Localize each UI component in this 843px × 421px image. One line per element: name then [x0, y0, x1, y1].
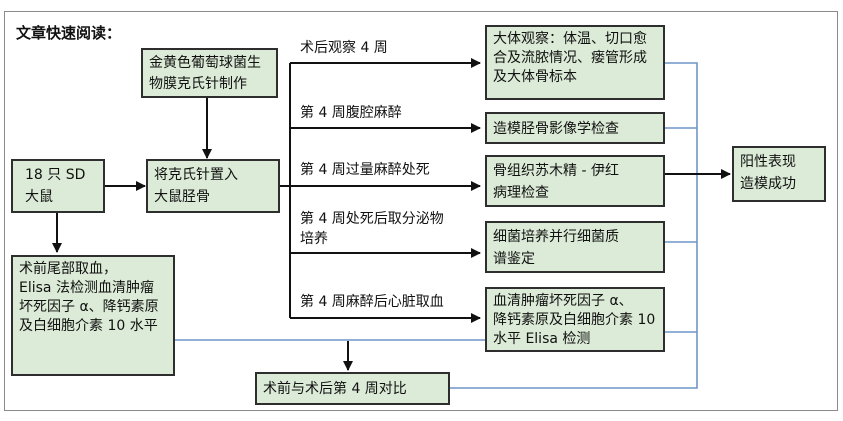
- bacteria-box: 金黄色葡萄球菌生物膜克氏针制作: [141, 48, 278, 98]
- label-cardiac: 第 4 周麻醉后心脏取血: [300, 294, 444, 310]
- compare-box: 术前与术后第 4 周对比: [255, 372, 450, 405]
- label-week4-observe: 术后观察 4 周: [300, 40, 388, 56]
- serum-box: 血清肿瘤坏死因子 α、 降钙素原及白细胞介素 10 水平 Elisa 检测: [485, 287, 665, 352]
- insert-box: 将克氏针置入 大鼠胫骨: [146, 159, 280, 213]
- preop-blood-box: 术前尾部取血， Elisa 法检测血清肿瘤坏死因子 α、降钙素原及白细胞介素 1…: [11, 255, 175, 376]
- rats-box: 18 只 SD 大鼠: [11, 159, 105, 213]
- black-arrows: [52, 58, 731, 371]
- gross-observation-box: 大体观察：体温、切口愈合及流脓情况、瘘管形成及大体骨标本: [485, 25, 665, 100]
- blue-connectors: [175, 62, 698, 389]
- label-anesthesia: 第 4 周腹腔麻醉: [300, 105, 402, 121]
- success-box: 阳性表现 造模成功: [732, 146, 826, 202]
- diagram-frame: [4, 11, 838, 411]
- label-overdose: 第 4 周过量麻醉处死: [300, 162, 430, 178]
- culture-box: 细菌培养并行细菌质 谱鉴定: [485, 221, 665, 273]
- label-secretion: 第 4 周处死后取分泌物 培养: [300, 211, 444, 247]
- imaging-box: 造模胫骨影像学检查: [485, 112, 665, 144]
- page-title: 文章快速阅读：: [16, 24, 122, 42]
- pathology-box: 骨组织苏木精 - 伊红 病理检查: [485, 155, 665, 207]
